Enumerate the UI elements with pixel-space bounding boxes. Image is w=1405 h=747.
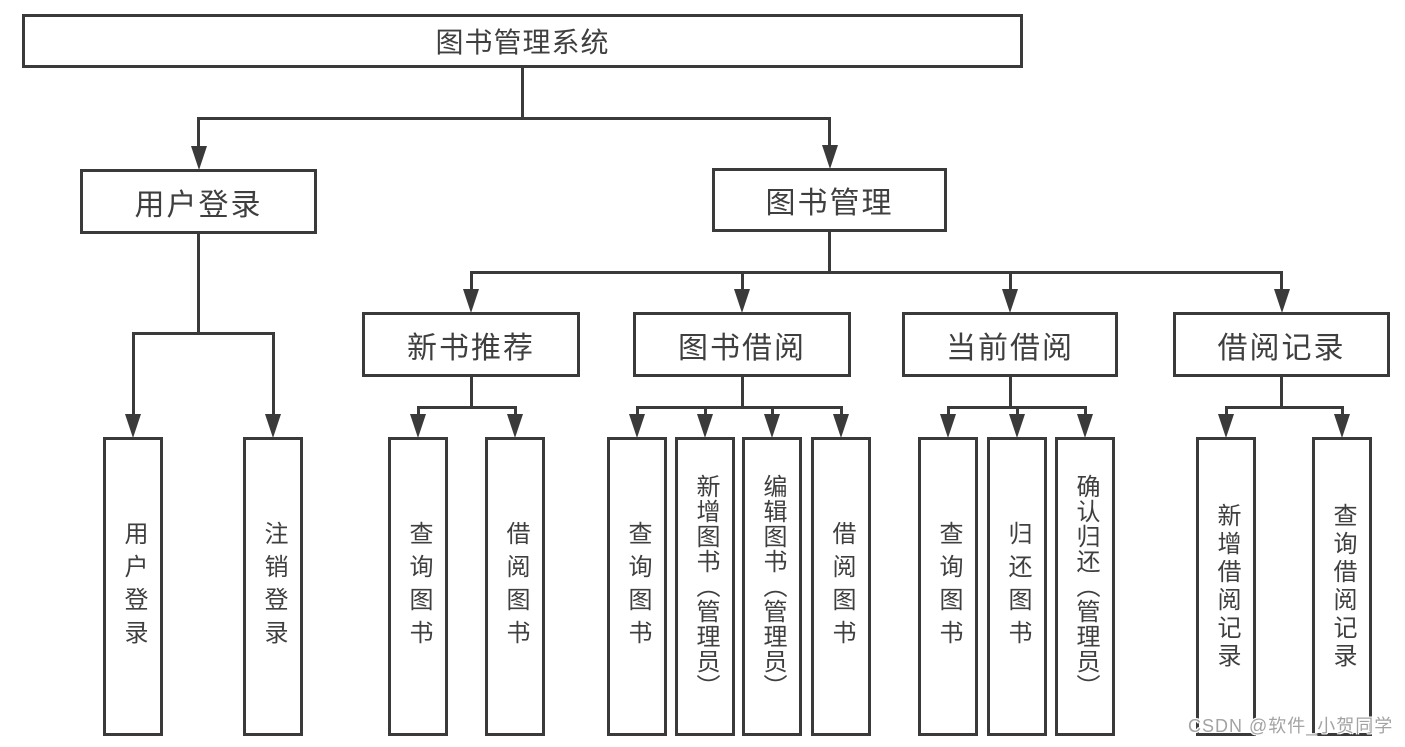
node-label-leaf-add-book: 新增图书（管理员） xyxy=(692,474,719,699)
node-label-leaf-query-book-1: 查询图书 xyxy=(405,520,432,653)
node-label-leaf-borrow-book-2: 借阅图书 xyxy=(828,520,855,653)
connector-drop-leaf-edit-book xyxy=(770,407,774,417)
connector-drop-user-login xyxy=(197,118,200,149)
node-label-user-login: 用户登录 xyxy=(134,188,263,222)
connector-drop-leaf-logout xyxy=(271,333,275,417)
node-leaf-return-book: 归还图书 xyxy=(987,437,1047,736)
arrowhead-leaf-user-login xyxy=(125,414,141,438)
node-leaf-borrow-book-1: 借阅图书 xyxy=(485,437,545,736)
connector-drop-leaf-query-book-1 xyxy=(416,407,420,417)
connector-drop-leaf-borrow-book-1 xyxy=(513,407,517,417)
node-label-borrowing-records: 借阅记录 xyxy=(1217,331,1346,365)
arrowhead-leaf-logout xyxy=(265,414,281,438)
node-leaf-query-borrow-record: 查询借阅记录 xyxy=(1312,437,1372,736)
connector-stem-borrowing-records xyxy=(1280,377,1283,409)
connector-drop-leaf-confirm-return xyxy=(1083,407,1087,417)
node-label-leaf-add-borrow-record: 新增借阅记录 xyxy=(1213,502,1240,671)
arrowhead-leaf-borrow-book-2 xyxy=(833,414,849,438)
connector-drop-leaf-add-borrow-record xyxy=(1224,407,1228,417)
connector-drop-book-management xyxy=(828,118,831,148)
arrowhead-current-borrowing xyxy=(1002,289,1018,313)
arrowhead-leaf-confirm-return xyxy=(1077,414,1093,438)
arrowhead-book-management xyxy=(821,145,838,169)
connector-drop-leaf-query-book-2 xyxy=(635,407,639,417)
connector-rail-book-management xyxy=(469,270,1283,274)
watermark-text: CSDN @软件_小贺同学 xyxy=(1188,716,1394,736)
node-label-leaf-return-book: 归还图书 xyxy=(1004,520,1031,653)
connector-drop-leaf-return-book xyxy=(1015,407,1019,417)
arrowhead-leaf-query-book-1 xyxy=(410,414,426,438)
connector-drop-leaf-user-login xyxy=(131,333,135,417)
node-label-leaf-query-borrow-record: 查询借阅记录 xyxy=(1329,502,1356,671)
connector-drop-new-book-recommend xyxy=(469,272,473,292)
arrowhead-leaf-borrow-book-1 xyxy=(507,414,523,438)
arrowhead-user-login xyxy=(190,146,207,170)
node-label-leaf-query-book-2: 查询图书 xyxy=(624,520,651,653)
node-leaf-add-borrow-record: 新增借阅记录 xyxy=(1196,437,1256,736)
node-label-book-management: 图书管理 xyxy=(765,187,894,220)
connector-rail-book-borrowing xyxy=(635,405,843,409)
node-user-login: 用户登录 xyxy=(80,169,317,234)
node-leaf-borrow-book-2: 借阅图书 xyxy=(811,437,871,736)
node-book-borrowing: 图书借阅 xyxy=(633,312,851,377)
node-current-borrowing: 当前借阅 xyxy=(902,312,1118,377)
node-leaf-edit-book: 编辑图书（管理员） xyxy=(742,437,802,736)
connector-rail-new-book-recommend xyxy=(416,405,517,409)
connector-drop-leaf-query-book-3 xyxy=(946,407,950,417)
node-label-leaf-borrow-book-1: 借阅图书 xyxy=(502,520,529,653)
connector-drop-book-borrowing xyxy=(740,272,744,292)
node-label-leaf-query-book-3: 查询图书 xyxy=(935,520,962,653)
node-leaf-query-book-2: 查询图书 xyxy=(607,437,667,736)
connector-rail-borrowing-records xyxy=(1224,405,1344,409)
node-label-current-borrowing: 当前借阅 xyxy=(946,331,1074,365)
connector-stem-root xyxy=(521,68,524,120)
connector-stem-user-login xyxy=(197,234,200,335)
arrowhead-borrowing-records xyxy=(1273,289,1290,313)
node-leaf-query-book-1: 查询图书 xyxy=(388,437,448,736)
node-leaf-query-book-3: 查询图书 xyxy=(918,437,978,736)
arrowhead-leaf-query-book-2 xyxy=(629,414,645,438)
node-label-book-borrowing: 图书借阅 xyxy=(678,331,806,365)
connector-stem-book-management xyxy=(828,232,831,274)
connector-drop-leaf-borrow-book-2 xyxy=(839,407,843,417)
node-new-book-recommend: 新书推荐 xyxy=(362,312,580,377)
arrowhead-leaf-edit-book xyxy=(764,414,780,438)
node-label-new-book-recommend: 新书推荐 xyxy=(407,331,535,365)
node-leaf-add-book: 新增图书（管理员） xyxy=(675,437,735,736)
connector-stem-new-book-recommend xyxy=(469,377,473,409)
connector-drop-current-borrowing xyxy=(1008,272,1012,292)
node-label-leaf-logout: 注销登录 xyxy=(260,520,287,653)
node-label-root: 图书管理系统 xyxy=(435,27,610,58)
node-leaf-user-login: 用户登录 xyxy=(103,437,163,736)
arrowhead-leaf-add-book xyxy=(697,414,713,438)
connector-rail-user-login xyxy=(131,331,275,335)
arrowhead-leaf-query-borrow-record xyxy=(1334,414,1350,438)
arrowhead-new-book-recommend xyxy=(463,289,479,313)
node-borrowing-records: 借阅记录 xyxy=(1173,312,1390,377)
node-book-management: 图书管理 xyxy=(712,168,947,232)
arrowhead-book-borrowing xyxy=(734,289,750,313)
node-leaf-logout: 注销登录 xyxy=(243,437,303,736)
node-leaf-confirm-return: 确认归还（管理员） xyxy=(1055,437,1115,736)
node-label-leaf-edit-book: 编辑图书（管理员） xyxy=(759,474,786,699)
arrowhead-leaf-return-book xyxy=(1009,414,1025,438)
node-label-leaf-confirm-return: 确认归还（管理员） xyxy=(1072,474,1099,699)
connector-stem-current-borrowing xyxy=(1008,377,1012,409)
connector-drop-leaf-add-book xyxy=(703,407,707,417)
connector-drop-borrowing-records xyxy=(1280,272,1283,292)
node-root: 图书管理系统 xyxy=(22,14,1023,68)
connector-rail-root xyxy=(197,116,831,120)
connector-drop-leaf-query-borrow-record xyxy=(1340,407,1344,417)
node-label-leaf-user-login: 用户登录 xyxy=(120,520,147,653)
arrowhead-leaf-query-book-3 xyxy=(940,414,956,438)
connector-stem-book-borrowing xyxy=(740,377,744,409)
arrowhead-leaf-add-borrow-record xyxy=(1218,414,1234,438)
